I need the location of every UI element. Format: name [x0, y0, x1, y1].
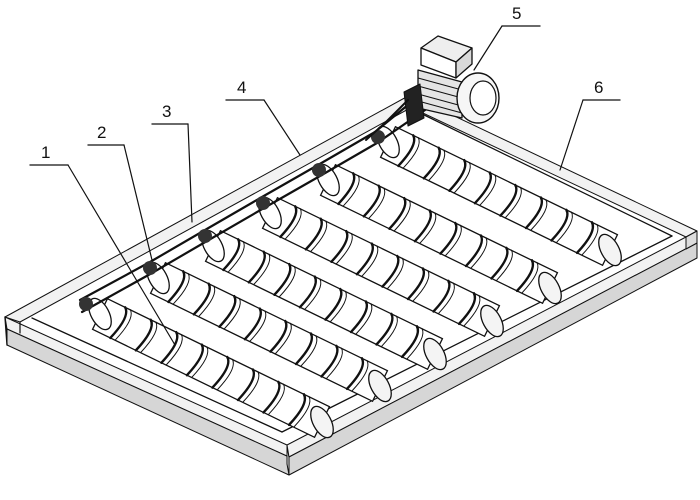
- roller-flights: [337, 172, 539, 294]
- sprocket: [312, 163, 326, 177]
- roller-flights: [279, 205, 481, 327]
- sprocket: [79, 297, 93, 311]
- callout-belt: 3: [151, 102, 193, 223]
- sprocket: [198, 229, 212, 243]
- leader-line: [67, 164, 176, 346]
- callout-label: 5: [512, 4, 521, 23]
- roller-flights: [222, 238, 424, 360]
- callout-layer: 1 2 3 4 5 6: [29, 4, 621, 346]
- callout-label: 2: [97, 123, 106, 142]
- callout-frame: 6: [559, 78, 621, 171]
- roller-3: [201, 229, 447, 371]
- sprocket: [143, 261, 157, 275]
- roller-flights: [167, 270, 369, 392]
- callout-motor: 5: [473, 4, 541, 71]
- motor-fins: [417, 77, 463, 114]
- roller-flights: [109, 306, 311, 428]
- roller-2: [146, 261, 392, 403]
- callout-roller-2: 2: [87, 123, 153, 261]
- callout-drive-belt: 4: [225, 78, 301, 156]
- callout-label: 3: [162, 102, 171, 121]
- leader-line: [559, 99, 584, 171]
- sprocket: [371, 130, 385, 144]
- sprocket: [256, 196, 270, 210]
- motor: [365, 35, 500, 141]
- roller-1: [88, 297, 334, 439]
- callout-label: 6: [594, 78, 603, 97]
- callout-roller-1: 1: [29, 143, 176, 346]
- leader-line: [123, 144, 153, 261]
- leader-line: [473, 25, 503, 71]
- leader-line: [263, 99, 301, 156]
- leader-line: [187, 123, 193, 223]
- gearbox: [403, 83, 425, 127]
- callout-label: 4: [237, 78, 246, 97]
- roller-flights: [397, 134, 599, 256]
- callout-label: 1: [41, 143, 50, 162]
- belt-sprockets: [79, 130, 385, 311]
